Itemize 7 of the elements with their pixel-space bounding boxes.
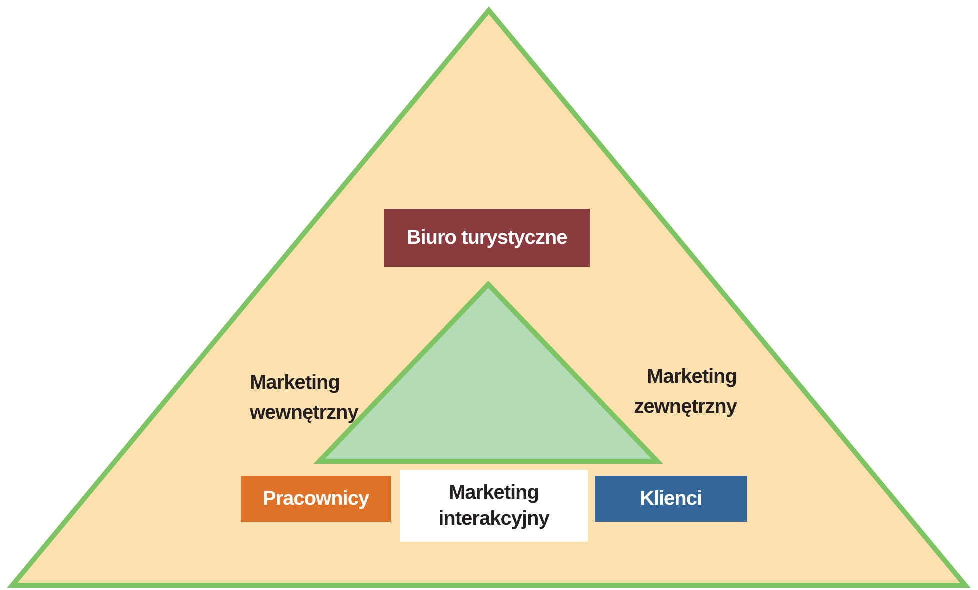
title-box: Biuro turystyczne: [384, 209, 590, 267]
label-box: Klienci: [595, 476, 747, 522]
triangle-shape: [10, 8, 968, 588]
label-box: Pracownicy: [241, 476, 391, 522]
side-label: Marketing zewnętrzny: [633, 365, 737, 420]
label-box: Marketing interakcyjny: [400, 470, 588, 542]
side-label: Marketing wewnętrzny: [250, 371, 360, 426]
